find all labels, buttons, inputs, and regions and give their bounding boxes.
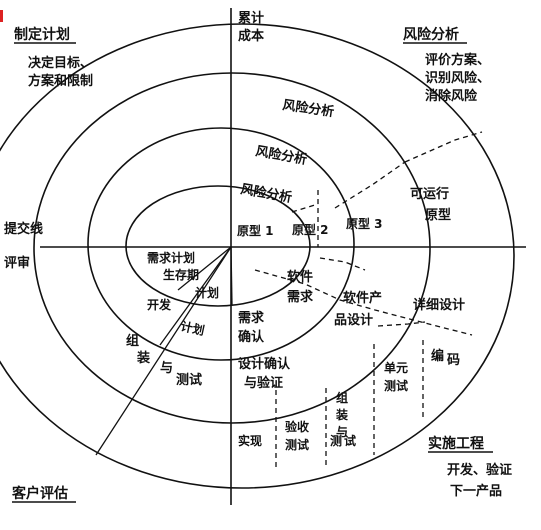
quadrant-title-customer: 客户评估 [11, 485, 68, 502]
risk-desc-line-3: 消除风险 [425, 88, 478, 104]
prototype-divider-1 [291, 203, 319, 213]
radial-line-1 [177, 246, 232, 291]
prototype-3: 原型 3 [346, 216, 383, 231]
requirements-plan-label: 需求计划 [147, 250, 195, 265]
integration-test-char-2: 装 [335, 407, 348, 422]
develop-plan-label-a: 开发 [147, 297, 172, 312]
software-requirements-line-1: 软件 [287, 269, 313, 285]
radial-line-4 [230, 246, 233, 306]
develop-plan-label-b: 计划 [179, 318, 206, 338]
coding-label-b: 码 [447, 353, 460, 368]
prototype-2: 原型 2 [292, 222, 329, 237]
design-validation-line-2: 与验证 [244, 375, 283, 391]
integration-plan-label-c: 与 [160, 361, 173, 376]
product-design-line-1: 软件产 [343, 290, 382, 306]
integration-plan-label-b: 装 [136, 350, 150, 366]
acceptance-test-line-2: 测试 [285, 437, 309, 452]
axis-label-cost-line-1: 累计 [238, 10, 264, 26]
prototype-divider-2 [334, 161, 406, 209]
quadrant-title-plan: 制定计划 [14, 26, 70, 43]
risk-desc-line-2: 识别风险、 [425, 70, 490, 86]
prototype-1: 原型 1 [237, 223, 274, 238]
risk-analysis-outer: 风险分析 [281, 97, 335, 120]
radial-line-3 [95, 246, 232, 456]
spiral-loop-4 [0, 23, 515, 489]
detailed-design-label: 详细设计 [413, 297, 465, 313]
engineering-divider-inner [319, 257, 366, 271]
integration-test-char-4: 测 [330, 433, 342, 448]
quadrant-title-engineering: 实施工程 [428, 435, 484, 452]
axis-label-cost-line-2: 成本 [238, 28, 264, 44]
risk-desc-line-1: 评价方案、 [425, 52, 490, 68]
integration-plan-label-d: 测试 [176, 372, 202, 388]
design-validation-line-1: 设计确认 [238, 356, 291, 372]
radial-line-2 [159, 246, 232, 346]
integration-test-char-1: 组 [336, 390, 348, 405]
integration-test-char-3: 与 [336, 425, 348, 439]
axis-label-review: 评审 [4, 255, 30, 271]
spiral-loop-1 [125, 185, 311, 307]
unit-test-line-1: 单元 [384, 360, 408, 375]
plan-desc-line-1: 决定目标、 [28, 55, 93, 71]
risk-analysis-middle: 风险分析 [254, 143, 308, 168]
integration-test-char-5: 试 [344, 433, 356, 448]
engineering-desc-line-1: 开发、验证 [447, 462, 512, 478]
unit-test-line-2: 测试 [384, 378, 408, 393]
software-requirements-line-2: 需求 [287, 289, 314, 305]
engineering-divider-mid [377, 321, 426, 327]
integration-plan-label-a: 组 [126, 333, 139, 349]
engineering-desc-line-2: 下一产品 [450, 483, 502, 499]
lifecycle-label: 生存期 [163, 267, 199, 282]
engineering-divider-upper [254, 269, 473, 336]
requirements-validation-line-2: 确认 [238, 329, 265, 345]
spiral-loop-2 [87, 127, 355, 361]
prototype-divider-3 [404, 131, 483, 163]
coding-label-a: 编 [431, 348, 444, 364]
operational-prototype-line-1: 可运行 [410, 186, 449, 202]
risk-analysis-inner: 风险分析 [239, 181, 293, 206]
operational-prototype-line-2: 原型 [425, 207, 451, 223]
plan-label: 计划 [195, 285, 219, 300]
acceptance-test-line-1: 验收 [285, 419, 309, 434]
plan-desc-line-2: 方案和限制 [28, 73, 93, 89]
requirements-validation-line-1: 需求 [238, 310, 265, 326]
quadrant-title-risk: 风险分析 [403, 26, 459, 43]
spiral-loop-3 [33, 72, 431, 424]
edge-mark [0, 10, 3, 22]
axis-label-commit: 提交线 [4, 221, 43, 237]
product-design-line-2: 品设计 [334, 312, 373, 328]
implementation-label: 实现 [238, 433, 262, 448]
